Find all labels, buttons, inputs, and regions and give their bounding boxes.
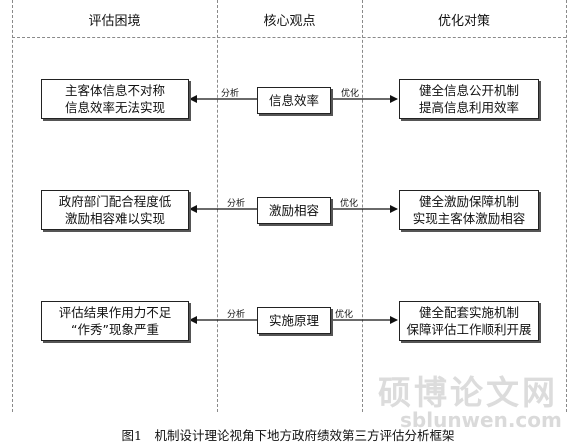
- dilemma-line-1: 主客体信息不对称: [64, 83, 165, 98]
- frame-left-border: [12, 0, 13, 412]
- dilemma-box-low-cooperation: 政府部门配合程度低 激励相容难以实现: [41, 190, 189, 230]
- dilemma-line-2: 信息效率无法实现: [64, 100, 165, 115]
- strategy-line-1: 健全配套实施机制: [418, 305, 519, 320]
- optimize-label-1: 优化: [341, 89, 360, 99]
- strategy-line-2: 保障评估工作顺利开展: [406, 322, 532, 337]
- dilemma-line-1: 评估结果作用力不足: [58, 305, 172, 320]
- dilemma-line-2: 激励相容难以实现: [64, 211, 165, 226]
- figure-caption: 图1 机制设计理论视角下地方政府绩效第三方评估分析框架: [121, 428, 455, 443]
- column-header-strategy: 优化对策: [437, 14, 490, 29]
- header-divider: [12, 37, 566, 38]
- watermark-title: 硕博论文网: [378, 373, 558, 412]
- analyze-label-3: 分析: [227, 310, 246, 320]
- column-header-core: 核心观点: [263, 14, 316, 29]
- strategy-box-info-disclosure: 健全信息公开机制 提高信息利用效率: [399, 79, 539, 119]
- analyze-label-1: 分析: [221, 89, 240, 99]
- column-divider-1: [217, 0, 218, 412]
- core-box-incentive-compatibility: 激励相容: [257, 197, 331, 224]
- core-label: 实施原理: [268, 313, 319, 328]
- core-label: 激励相容: [268, 203, 319, 218]
- watermark-url: sblunwen.com: [400, 408, 562, 432]
- optimize-label-2: 优化: [340, 199, 359, 209]
- strategy-line-2: 实现主客体激励相容: [412, 211, 526, 226]
- strategy-line-2: 提高信息利用效率: [418, 100, 519, 115]
- strategy-line-1: 健全激励保障机制: [418, 194, 519, 209]
- strategy-box-implementation-mechanism: 健全配套实施机制 保障评估工作顺利开展: [399, 301, 539, 341]
- core-label: 信息效率: [268, 93, 319, 108]
- analyze-label-2: 分析: [227, 199, 246, 209]
- frame-right-border: [566, 0, 567, 412]
- column-header-dilemma: 评估困境: [88, 14, 141, 29]
- column-divider-2: [362, 0, 363, 412]
- core-box-info-efficiency: 信息效率: [257, 87, 331, 114]
- core-box-implementation-principle: 实施原理: [257, 307, 331, 334]
- dilemma-box-info-asymmetry: 主客体信息不对称 信息效率无法实现: [41, 79, 189, 119]
- dilemma-line-2: “作秀”现象严重: [71, 322, 159, 337]
- strategy-line-1: 健全信息公开机制: [418, 83, 519, 98]
- optimize-label-3: 优化: [335, 310, 354, 320]
- strategy-box-incentive-mechanism: 健全激励保障机制 实现主客体激励相容: [399, 190, 539, 230]
- dilemma-box-weak-results: 评估结果作用力不足 “作秀”现象严重: [41, 301, 189, 341]
- dilemma-line-1: 政府部门配合程度低: [58, 194, 172, 209]
